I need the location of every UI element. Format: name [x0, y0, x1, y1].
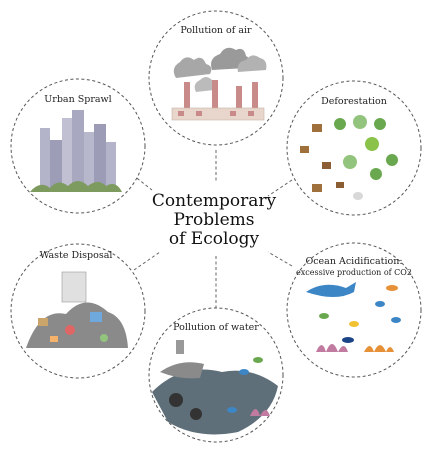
tree [374, 118, 386, 130]
topic-waste-disposal: Waste Disposal [10, 243, 146, 379]
stump [336, 182, 344, 188]
chimney [252, 82, 258, 110]
fish [253, 357, 263, 363]
factory-window [178, 111, 184, 116]
rabbit [353, 192, 363, 200]
tree [353, 115, 367, 129]
building [72, 110, 84, 188]
tree [365, 137, 379, 151]
center-title-line-3: of Ecology [169, 229, 260, 249]
factory-window [196, 111, 202, 116]
topic-pollution-of-air: Pollution of air [148, 10, 284, 146]
factory-window [248, 111, 254, 116]
tire [190, 408, 202, 420]
connector-deforestation [267, 179, 293, 197]
fish [239, 369, 249, 375]
center-title-line-2: Problems [173, 210, 254, 230]
chimney [236, 86, 242, 110]
chimney [184, 82, 190, 110]
ring-ocean [286, 242, 422, 378]
coral [316, 344, 348, 352]
title-ocean-line-1: Ocean Acidification: [305, 256, 402, 267]
factory-smoke-illustration [171, 47, 267, 121]
topic-ocean-acidification: Ocean Acidification: excessive productio… [286, 242, 422, 378]
stump [300, 146, 309, 153]
tree [370, 168, 382, 180]
building [40, 128, 50, 188]
smoke-cloud [173, 57, 212, 78]
topic-deforestation: Deforestation [286, 80, 422, 216]
stump [312, 184, 322, 192]
chimney [212, 80, 218, 110]
center-title: Contemporary Problems of Ecology [152, 191, 277, 249]
sea-life-illustration [306, 282, 401, 352]
tire [169, 393, 183, 407]
title-urban: Urban Sprawl [44, 94, 111, 105]
trash-item [50, 336, 58, 342]
fish [386, 285, 398, 291]
trash-item [65, 325, 75, 335]
trash-item [90, 312, 102, 322]
tree [386, 154, 398, 166]
ring-deforestation [286, 80, 422, 216]
shark [306, 282, 356, 297]
stump [322, 162, 331, 169]
connector-ocean [267, 251, 293, 267]
bushes [30, 181, 122, 192]
smoke-cloud [194, 77, 216, 92]
title-air: Pollution of air [180, 25, 252, 36]
tree [343, 155, 357, 169]
stingray [342, 337, 354, 343]
trees-and-stumps-illustration [300, 115, 398, 200]
can [176, 340, 184, 354]
building [84, 132, 94, 188]
trash-pile-illustration [26, 271, 128, 348]
topic-pollution-of-water: Pollution of water [148, 307, 284, 443]
factory-building [171, 107, 265, 121]
connector-waste [133, 251, 161, 271]
topic-urban-sprawl: Urban Sprawl [10, 78, 146, 214]
title-ocean-line-2: excessive production of CO2 [296, 268, 412, 277]
fish [349, 321, 359, 327]
smoke-cloud [237, 55, 267, 72]
building [62, 118, 72, 188]
coral [250, 409, 270, 416]
fish [391, 317, 401, 323]
stump [312, 124, 322, 132]
title-waste: Waste Disposal [40, 250, 113, 261]
fish [319, 313, 329, 319]
city-buildings-illustration [30, 110, 122, 192]
coral [364, 345, 394, 352]
title-deforestation: Deforestation [321, 96, 387, 107]
trash-item [100, 334, 108, 342]
title-water: Pollution of water [173, 322, 259, 333]
trash-box [38, 318, 48, 326]
debris-pile [152, 369, 278, 435]
center-title-line-1: Contemporary [152, 191, 277, 211]
tree [334, 118, 346, 130]
factory-window [230, 111, 236, 116]
polluted-water-illustration [152, 340, 278, 435]
fish [375, 301, 385, 307]
fish [227, 407, 237, 413]
trash-bin [61, 271, 87, 303]
sunken-car [160, 362, 204, 379]
building [106, 142, 116, 188]
building [94, 124, 106, 188]
building [50, 140, 62, 188]
